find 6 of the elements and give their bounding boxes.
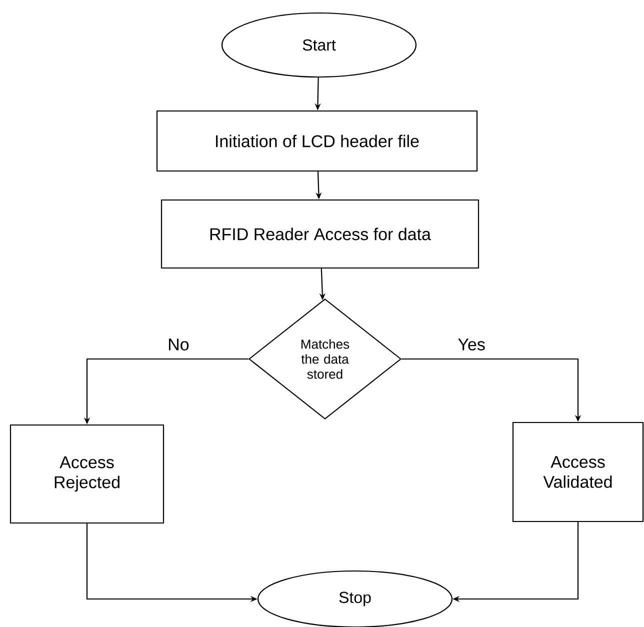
process-box: Initiation of LCD header file [156,110,478,172]
edge-label: No [168,338,189,350]
process-box: Access Rejected [10,424,164,524]
process-box: RFID Reader Access for data [160,199,480,269]
edge-label: Yes [458,338,485,350]
process-box: Access Validated [512,422,644,522]
